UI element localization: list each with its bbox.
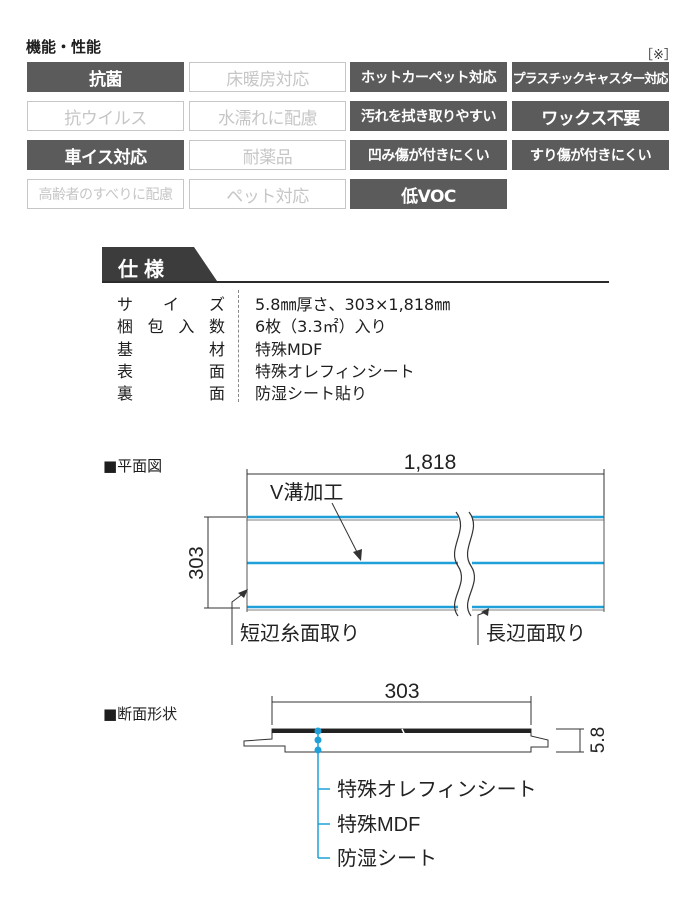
- spec-label-char: 数: [208, 317, 225, 336]
- spec-row-label: 梱包入数: [117, 313, 225, 336]
- plan-width-label: 303: [186, 546, 208, 579]
- spec-row-value: 5.8㎜厚さ、303×1,818㎜: [255, 295, 451, 314]
- spec-label-char: 面: [208, 362, 225, 381]
- short-edge-label: 短辺糸面取り: [240, 622, 360, 645]
- groove-leader-arrow: [353, 549, 362, 561]
- feature-badge: 高齢者のすべりに配慮: [27, 179, 184, 209]
- section-board-profile: [243, 728, 549, 753]
- spec-label-char: ズ: [208, 295, 225, 314]
- long-edge-arrow: [481, 608, 489, 616]
- layer-label-core: 特殊MDF: [337, 813, 420, 836]
- spec-row-value: 防湿シート貼り: [255, 384, 368, 403]
- section-view-drawing: 303 5.8 特殊オレフィンシート 特殊MDF 防湿シート: [243, 680, 609, 870]
- section-thickness-label: 5.8: [588, 727, 609, 753]
- section-surface-layer: [272, 729, 531, 733]
- break-line-left: [453, 511, 463, 617]
- groove-leader-line: [331, 502, 359, 555]
- spec-label-char: 裏: [117, 384, 134, 403]
- spec-label-char: 梱: [117, 317, 134, 336]
- feature-badge: 水濡れに配慮: [189, 101, 346, 131]
- spec-label-char: 入: [178, 317, 195, 336]
- short-edge-leader: [231, 592, 245, 645]
- feature-badge: 抗ウイルス: [27, 101, 184, 131]
- spec-label-char: サ: [117, 295, 134, 314]
- spec-label-char: 面: [208, 384, 225, 403]
- feature-badge: 抗菌: [27, 62, 184, 92]
- feature-badge: 凹み傷が付きにくい: [350, 140, 507, 170]
- groove-label: V溝加工: [270, 481, 343, 504]
- layer-dot-core: [314, 736, 322, 744]
- spec-separator: [238, 290, 239, 402]
- layer-dot-back: [314, 746, 322, 754]
- feature-badge: ワックス不要: [512, 101, 669, 131]
- features-note: ［※］: [640, 48, 677, 63]
- spec-row-label: 裏面: [117, 380, 225, 403]
- spec-header-tab: [102, 247, 217, 281]
- spec-label-char: 包: [147, 317, 164, 336]
- break-line-right: [466, 511, 476, 617]
- spec-label-char: 材: [208, 340, 225, 359]
- spec-label-char: イ: [162, 295, 179, 314]
- spec-row: 梱包入数 6枚（3.3㎡）入り: [117, 313, 387, 336]
- spec-row-label: 表面: [117, 358, 225, 381]
- section-view-title: ■断面形状: [103, 705, 178, 723]
- spec-row: 裏面防湿シート貼り: [117, 380, 367, 403]
- layer-label-back: 防湿シート: [337, 847, 437, 870]
- feature-badge: プラスチックキャスター対応: [512, 62, 669, 92]
- section-v-groove: [401, 728, 406, 736]
- feature-badge: 低VOC: [350, 179, 507, 209]
- features-title: 機能・性能: [26, 38, 102, 56]
- spec-title: 仕様: [118, 257, 170, 281]
- long-edge-label: 長辺面取り: [486, 622, 586, 645]
- plan-length-label: 1,818: [404, 451, 457, 474]
- feature-badge: 汚れを拭き取りやすい: [350, 101, 507, 131]
- spec-label-char: 表: [117, 362, 134, 381]
- spec-label-char: 基: [117, 340, 134, 359]
- feature-badge: すり傷が付きにくい: [512, 140, 669, 170]
- spec-row-label: サイズ: [117, 291, 225, 314]
- plan-board: [246, 511, 605, 617]
- feature-badge: ホットカーペット対応: [350, 62, 507, 92]
- spec-header: 仕様: [102, 247, 609, 283]
- short-edge-arrow: [238, 589, 248, 598]
- spec-row-label: 基材: [117, 336, 225, 359]
- spec-header-rule: [102, 281, 609, 283]
- section-width-label: 303: [384, 680, 419, 703]
- plan-view-title: ■平面図: [103, 457, 163, 475]
- spec-row: サ イ ズ 5.8㎜厚さ、303×1,818㎜: [117, 291, 450, 314]
- feature-badge: 車イス対応: [27, 140, 184, 170]
- spec-row: 表面特殊オレフィンシート: [117, 358, 415, 381]
- plan-view-drawing: 1,818 303 V溝加工 短辺糸面取り 長辺面取り: [186, 451, 605, 645]
- layer-dot-surface: [314, 727, 322, 735]
- spec-row-value: 6枚（3.3㎡）入り: [255, 317, 387, 336]
- layer-label-surface: 特殊オレフィンシート: [337, 778, 537, 801]
- spec-row-value: 特殊オレフィンシート: [255, 362, 415, 381]
- spec-row: 基材特殊MDF: [117, 336, 322, 359]
- long-edge-leader: [477, 611, 487, 645]
- feature-badge: ペット対応: [189, 179, 346, 209]
- spec-row-value: 特殊MDF: [255, 340, 323, 359]
- feature-badge: 床暖房対応: [189, 62, 346, 92]
- feature-badge: 耐薬品: [189, 140, 346, 170]
